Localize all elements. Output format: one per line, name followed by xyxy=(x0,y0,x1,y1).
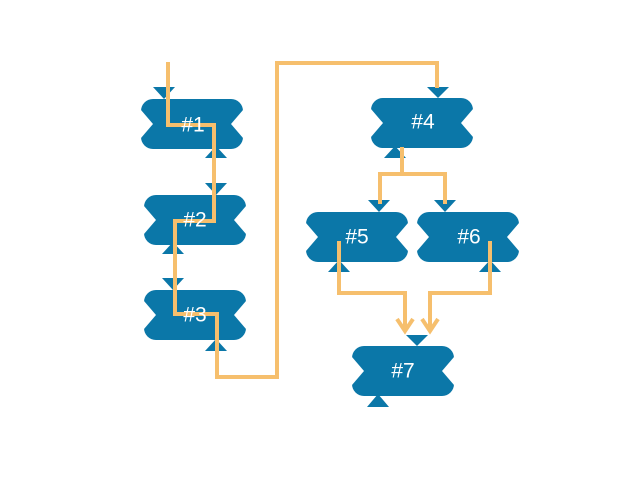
node-7-bottom-notch xyxy=(367,394,389,407)
node-5-left-notch xyxy=(306,223,318,251)
node-5 xyxy=(306,200,408,272)
node-1-left-notch xyxy=(141,110,153,138)
node-1-right-notch xyxy=(231,110,243,138)
node-1-top-notch xyxy=(153,87,175,99)
node-2-label: #2 xyxy=(183,209,206,232)
node-6-body xyxy=(417,212,519,262)
node-3-label: #3 xyxy=(183,304,206,327)
wire-5-to-7 xyxy=(337,241,407,330)
node-6-top-notch xyxy=(434,200,456,212)
node-7-top-notch xyxy=(406,335,428,346)
node-7-body xyxy=(352,346,454,396)
node-3-left-notch xyxy=(144,301,156,329)
node-6 xyxy=(417,200,519,272)
node-2-right-notch xyxy=(234,206,246,234)
node-7-right-notch xyxy=(442,357,454,385)
node-6-label: #6 xyxy=(457,226,480,249)
wire-4-to-6 xyxy=(402,172,447,204)
node-4-right-notch xyxy=(461,109,473,137)
node-6-left-notch xyxy=(417,223,429,251)
node-5-label: #5 xyxy=(345,226,368,249)
node-4-left-notch xyxy=(371,109,383,137)
node-2-left-notch xyxy=(144,206,156,234)
node-4-top-notch xyxy=(427,87,449,98)
node-5-body xyxy=(306,212,408,262)
node-5-right-notch xyxy=(396,223,408,251)
node-4-body xyxy=(371,98,473,148)
wire-4-to-5 xyxy=(378,147,404,204)
node-1-label: #1 xyxy=(181,114,204,137)
node-7-left-notch xyxy=(352,357,364,385)
node-5-top-notch xyxy=(368,200,390,212)
node-6-right-notch xyxy=(507,223,519,251)
node-4 xyxy=(371,87,473,158)
arrowhead-5-to-7 xyxy=(395,317,415,335)
node-4-label: #4 xyxy=(411,111,435,134)
node-3-right-notch xyxy=(234,301,246,329)
node-7 xyxy=(352,335,454,407)
wire-6-to-7 xyxy=(428,241,492,330)
node-7-label: #7 xyxy=(391,360,414,383)
arrowhead-6-to-7 xyxy=(420,317,440,335)
wire-input-1-2-3-4 xyxy=(166,61,439,379)
